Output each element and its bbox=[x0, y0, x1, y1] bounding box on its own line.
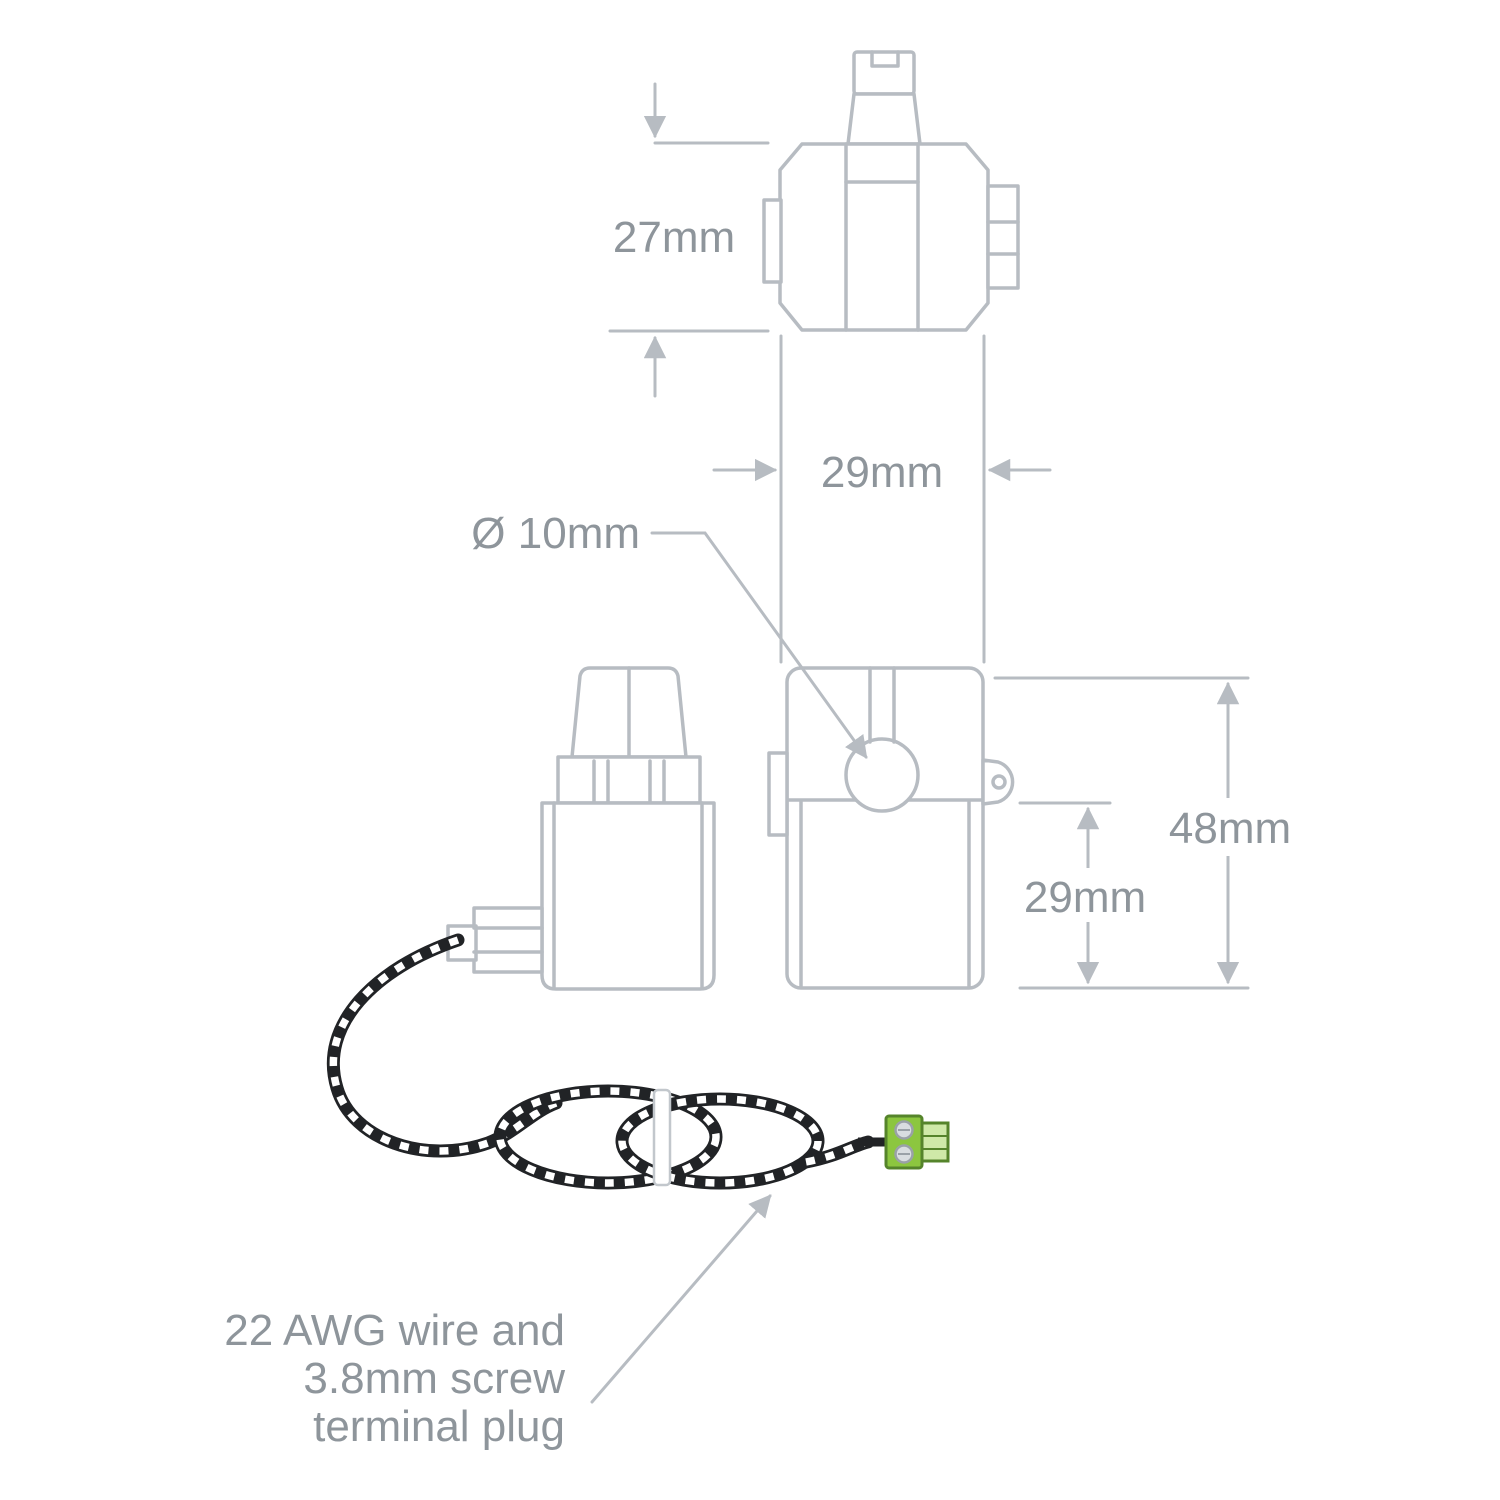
dimension-48mm: 48mm bbox=[993, 676, 1310, 990]
cable-tie bbox=[652, 1088, 672, 1187]
top-view-drawing bbox=[762, 50, 1020, 332]
top-view-left-tab bbox=[762, 198, 783, 284]
side-view-collar bbox=[556, 755, 702, 805]
top-view-neck bbox=[846, 92, 922, 146]
dimension-27mm: 27mm bbox=[613, 82, 735, 398]
top-view-right-bracket bbox=[986, 184, 1020, 290]
callout-line-2: 3.8mm screw bbox=[303, 1354, 565, 1403]
front-view-drawing bbox=[767, 666, 1015, 990]
callout-leader-line bbox=[590, 1194, 772, 1404]
top-view-clip bbox=[852, 50, 916, 96]
front-view-aperture-slot bbox=[868, 666, 896, 744]
wire-stripes bbox=[496, 1087, 720, 1187]
dimension-29mm-width: 29mm bbox=[712, 448, 1052, 497]
aperture-leader-line bbox=[650, 531, 868, 759]
top-view-body bbox=[778, 142, 990, 332]
dim-label-27mm: 27mm bbox=[613, 213, 735, 262]
dim-label-48mm: 48mm bbox=[1169, 804, 1291, 853]
dim-label-mask bbox=[1008, 868, 1166, 922]
terminal-plug bbox=[858, 1114, 950, 1170]
projection-lines bbox=[608, 141, 986, 664]
wire-callout: 22 AWG wire and 3.8mm screw terminal plu… bbox=[224, 1194, 772, 1451]
dim-label-aperture: Ø 10mm bbox=[471, 509, 640, 558]
dim-label-mask bbox=[1148, 798, 1310, 856]
front-view-left-tab bbox=[767, 751, 789, 837]
dimension-aperture: Ø 10mm bbox=[471, 509, 868, 759]
front-view-mount-hole bbox=[991, 774, 1007, 790]
side-view-drawing bbox=[446, 666, 716, 991]
callout-line-1: 22 AWG wire and bbox=[224, 1306, 565, 1355]
wire-stripes bbox=[329, 936, 558, 1155]
dim-label-29mm-height: 29mm bbox=[1024, 873, 1146, 922]
callout-line-3: terminal plug bbox=[313, 1402, 565, 1451]
dim-label-29mm-width: 29mm bbox=[821, 448, 943, 497]
front-view-body bbox=[785, 666, 985, 990]
dimension-29mm-height: 29mm bbox=[1008, 801, 1166, 985]
top-view-clip-notch bbox=[870, 50, 900, 68]
side-view-cable-boot bbox=[472, 906, 544, 974]
front-view-aperture-hole bbox=[844, 737, 920, 813]
plug-terminal-block bbox=[920, 1121, 950, 1163]
side-view-body bbox=[540, 801, 716, 991]
wire-stripes bbox=[618, 1095, 822, 1187]
front-view-mount-tab bbox=[981, 758, 1015, 806]
